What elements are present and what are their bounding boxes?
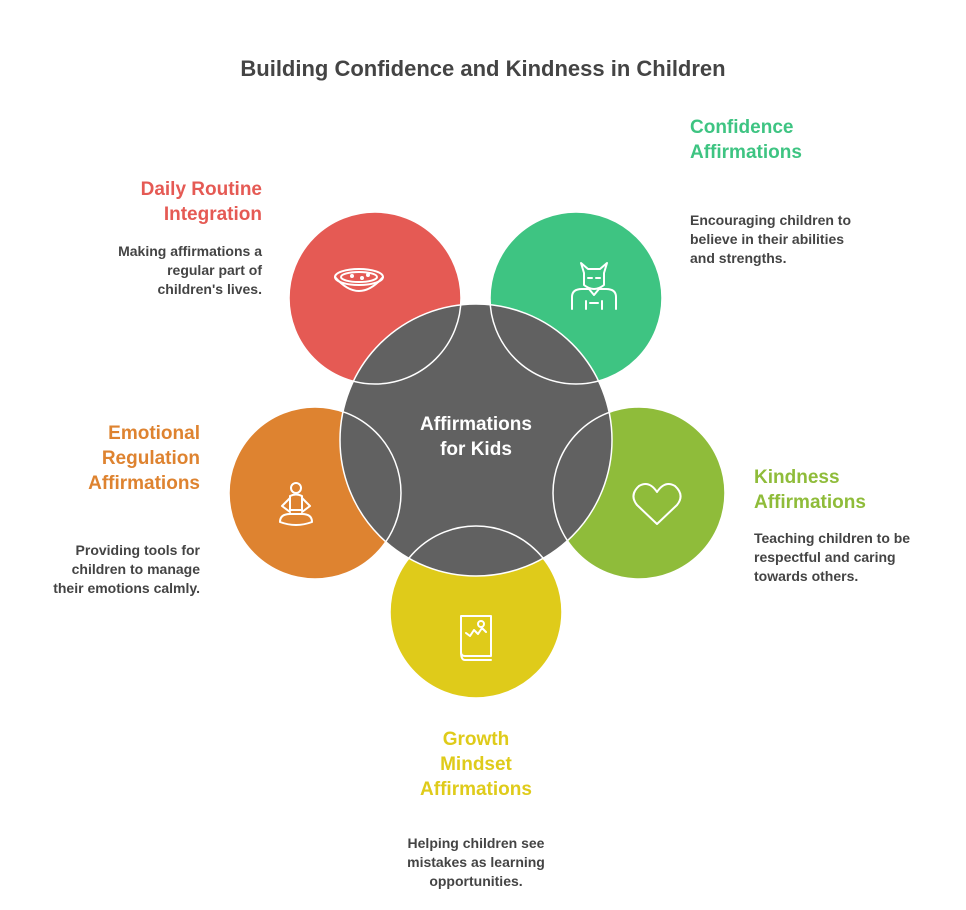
growth-mindset-description: Helping children see mistakes as learnin… [366,834,586,891]
desc-line: opportunities. [429,873,523,889]
desc-line: regular part of [167,262,262,278]
meditation-icon [279,482,313,526]
desc-line: children's lives. [157,281,263,297]
kindness-title-line1: Kindness [754,467,840,488]
confidence-description: Encouraging children to believe in their… [690,211,900,268]
kindness-description: Teaching children to be respectful and c… [754,529,954,586]
center-label-line1: Affirmations [420,414,532,435]
center-label-line2: for Kids [440,439,512,460]
daily-routine-title-line1: Daily Routine [140,179,262,200]
desc-line: Providing tools for [75,542,200,558]
desc-line: Helping children see [407,835,545,851]
page-title: Building Confidence and Kindness in Chil… [240,56,726,81]
emotional-regulation-title-line2: Regulation [101,448,200,469]
emotional-regulation-title-line1: Emotional [108,423,200,444]
desc-line: their emotions calmly. [53,580,200,596]
bowl-icon [334,268,384,292]
book-icon [460,615,492,661]
desc-line: towards others. [754,568,859,584]
growth-mindset-title-line3: Affirmations [420,779,532,800]
confidence-title-line2: Affirmations [690,142,802,163]
growth-mindset-title: Growth Mindset Affirmations [376,727,576,802]
desc-line: children to manage [71,561,200,577]
desc-line: mistakes as learning [407,854,545,870]
confidence-title: Confidence Affirmations [690,115,890,165]
kindness-title: Kindness Affirmations [754,465,944,515]
desc-line: Making affirmations a [118,243,262,259]
heart-icon [632,483,682,525]
desc-line: believe in their abilities [690,231,845,247]
kindness-title-line2: Affirmations [754,492,866,513]
center-hub-circle[interactable] [339,303,613,577]
desc-line: and strengths. [690,250,787,266]
daily-routine-description: Making affirmations a regular part of ch… [72,242,262,299]
daily-routine-title: Daily Routine Integration [82,177,262,227]
desc-line: Teaching children to be [754,530,911,546]
superhero-icon [571,262,617,310]
desc-line: Encouraging children to [690,212,852,228]
overlap-outlines [228,211,726,699]
daily-routine-title-line2: Integration [163,204,262,225]
emotional-regulation-title-line3: Affirmations [88,473,200,494]
emotional-regulation-title: Emotional Regulation Affirmations [20,421,200,496]
center-label: Affirmations for Kids [376,412,576,462]
growth-mindset-title-line1: Growth [442,729,510,750]
desc-line: respectful and caring [754,549,896,565]
emotional-regulation-description: Providing tools for children to manage t… [20,541,200,598]
confidence-title-line1: Confidence [690,117,794,138]
growth-mindset-title-line2: Mindset [440,754,512,775]
